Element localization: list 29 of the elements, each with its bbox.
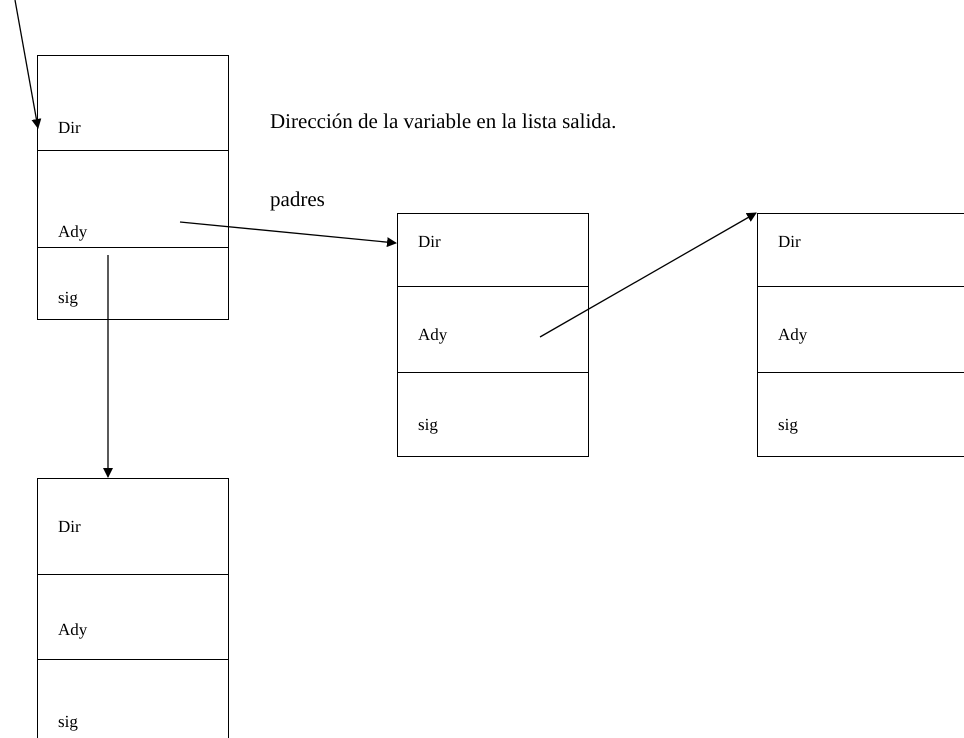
- record-field-cell: [397, 213, 589, 287]
- field-name: Dir: [418, 232, 441, 252]
- arrow: [540, 212, 757, 338]
- field-name: Ady: [418, 325, 448, 345]
- record-field-cell: [397, 372, 589, 457]
- field-name: sig: [418, 415, 438, 435]
- field-name: Dir: [778, 232, 801, 252]
- field-name: Ady: [58, 222, 88, 242]
- record-field-cell: [37, 659, 229, 738]
- record-field-cell: [37, 574, 229, 660]
- field-name: sig: [778, 415, 798, 435]
- arrow: [14, 0, 42, 129]
- field-name: sig: [58, 712, 78, 732]
- record-field-cell: [37, 150, 229, 248]
- record-field-cell: [37, 247, 229, 320]
- arrow: [180, 221, 397, 248]
- field-name: Ady: [778, 325, 808, 345]
- record-field-cell: [397, 286, 589, 373]
- field-name: sig: [58, 288, 78, 308]
- note-text: Dirección de la variable en la lista salida.: [270, 108, 616, 134]
- record-field-cell: [37, 55, 229, 151]
- field-name: Dir: [58, 118, 81, 138]
- note-text: padres: [270, 186, 325, 212]
- field-name: Dir: [58, 517, 81, 537]
- field-name: Ady: [58, 620, 88, 640]
- record-field-cell: [37, 478, 229, 575]
- arrow: [103, 255, 113, 478]
- record-field-cell: [757, 372, 964, 457]
- record-field-cell: [757, 213, 964, 287]
